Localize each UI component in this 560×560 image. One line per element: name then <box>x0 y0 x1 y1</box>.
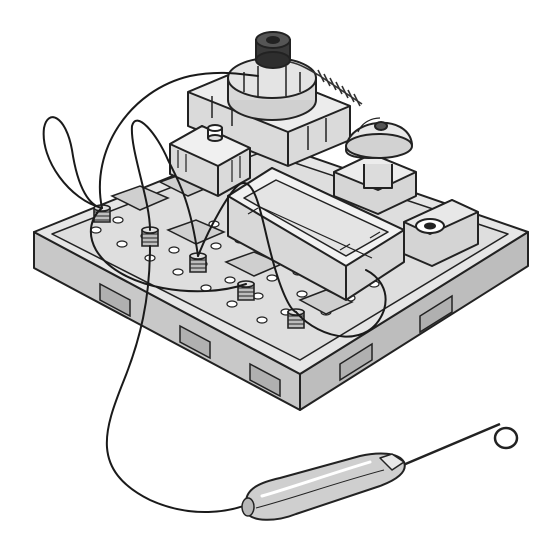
probe-rod <box>396 424 500 468</box>
motor-with-fan <box>228 32 316 120</box>
probe-ring <box>495 428 517 448</box>
motor-shaft <box>267 37 279 43</box>
test-probe <box>242 424 517 520</box>
wire-loop-left <box>44 117 102 208</box>
probe-handle <box>246 454 405 520</box>
